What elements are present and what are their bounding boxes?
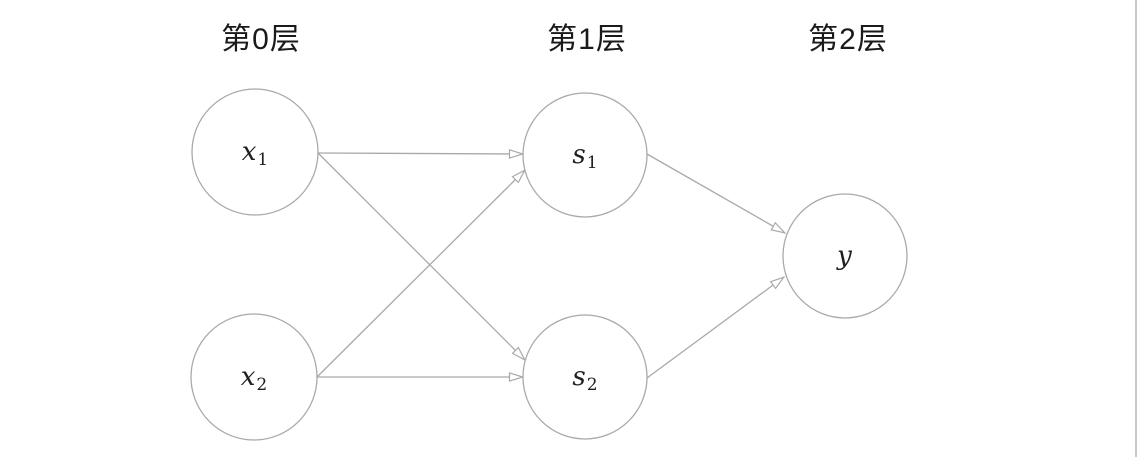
node-label-s2-base: s bbox=[572, 362, 586, 392]
page-edge-divider bbox=[1135, 0, 1137, 457]
edge-x1-s1 bbox=[317, 149, 525, 159]
edge-s2-y bbox=[646, 275, 786, 379]
edge-group bbox=[316, 149, 787, 382]
node-circle-x1 bbox=[191, 88, 319, 216]
edge-s1-y bbox=[646, 153, 787, 234]
node-label-s2: s2 bbox=[572, 362, 597, 393]
node-label-x2-base: x bbox=[240, 362, 256, 392]
node-label-y: y bbox=[837, 243, 853, 269]
node-circle-s1 bbox=[522, 92, 648, 218]
layer-label-2: 第2层 bbox=[808, 23, 888, 56]
node-label-x2-sub: 2 bbox=[256, 374, 268, 395]
layer-label-0: 第0层 bbox=[221, 23, 301, 56]
node-label-s1: s1 bbox=[572, 140, 597, 171]
node-label-s1-base: s bbox=[572, 140, 586, 170]
layer-label-1: 第1层 bbox=[547, 23, 627, 56]
node-circle-s2 bbox=[522, 314, 648, 440]
node-label-x1-sub: 1 bbox=[257, 149, 269, 170]
node-label-s2-sub: 2 bbox=[586, 374, 598, 395]
edge-x1-s2 bbox=[317, 152, 527, 362]
node-circle-y bbox=[782, 193, 908, 319]
node-label-y-base: y bbox=[837, 241, 852, 271]
node-group bbox=[190, 88, 908, 441]
node-label-x1: x1 bbox=[241, 137, 269, 168]
node-label-x2: x2 bbox=[240, 362, 268, 393]
node-label-s1-sub: 1 bbox=[586, 152, 598, 173]
node-label-x1-base: x bbox=[241, 137, 257, 167]
edge-x2-s1 bbox=[316, 168, 527, 378]
node-circle-x2 bbox=[190, 313, 318, 441]
